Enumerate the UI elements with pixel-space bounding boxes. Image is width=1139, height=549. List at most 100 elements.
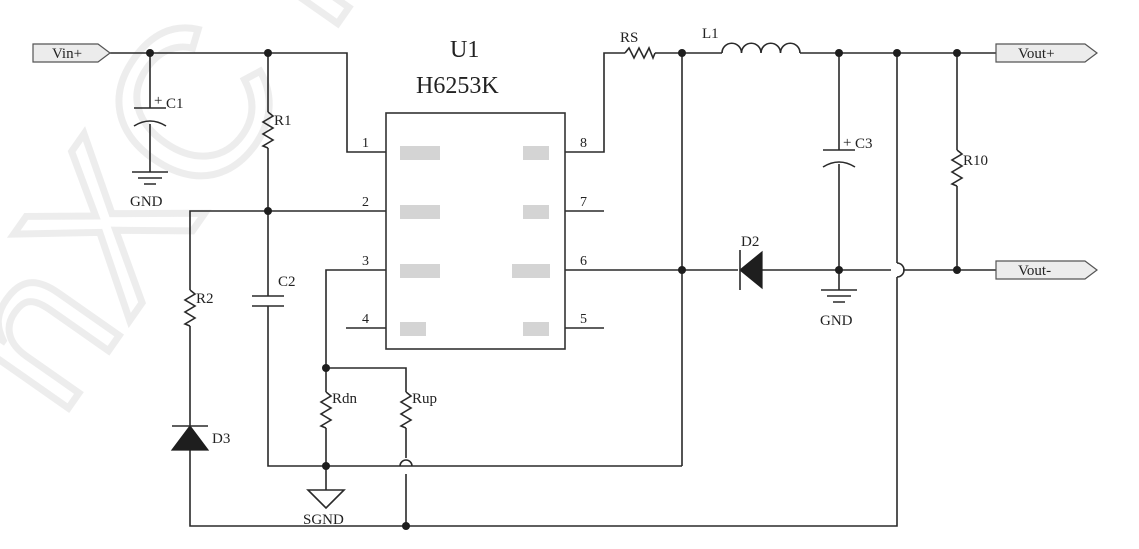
resistor-rdn: Rdn — [319, 391, 358, 429]
cap-plate-curved — [133, 120, 167, 127]
cap-plate — [252, 295, 284, 307]
resistor-zigzag — [183, 289, 197, 327]
pin-name-blur — [400, 146, 440, 160]
crossovers — [399, 262, 905, 467]
capacitor-c2: C2 — [252, 274, 296, 307]
resistor-rs: RS — [620, 30, 656, 61]
wire-pin8 — [565, 52, 625, 153]
component-label: R1 — [274, 113, 292, 129]
ground-label: GND — [130, 194, 163, 210]
ground-label: SGND — [303, 512, 344, 528]
pin-number: 4 — [362, 312, 369, 327]
crossover-vout — [896, 262, 905, 278]
resistor-r10: R10 — [950, 149, 988, 187]
port-label: Vout- — [1018, 263, 1051, 279]
component-label: Rup — [412, 391, 437, 407]
diode-d2: D2 — [739, 234, 763, 290]
component-label: C3 — [855, 136, 873, 152]
pin-number: 5 — [580, 312, 587, 327]
port-label: Vin+ — [52, 46, 82, 62]
inductor-l1: L1 — [702, 26, 801, 54]
port-vout-plus: Vout+ — [995, 43, 1098, 63]
junction-dot — [146, 49, 154, 57]
port-arrow-shape — [995, 260, 1098, 280]
pin-number: 8 — [580, 136, 587, 151]
pin-number: 7 — [580, 195, 587, 210]
pin-name-blur — [523, 322, 549, 336]
watermark: nXC P — [0, 0, 448, 449]
junction-dot — [835, 266, 843, 274]
junction-dot — [402, 522, 410, 530]
wire-pin3 — [325, 269, 386, 490]
junction-dot — [953, 266, 961, 274]
port-arrow-shape — [995, 43, 1098, 63]
cap-plate-curved — [822, 161, 856, 168]
wires — [110, 52, 996, 527]
component-label: C1 — [166, 96, 184, 112]
diode-triangle — [739, 250, 763, 290]
resistor-zigzag — [319, 391, 333, 429]
wire-r1 — [267, 53, 682, 467]
component-label: R2 — [196, 291, 214, 307]
watermark-text: nXC P — [0, 0, 445, 446]
junction-dot — [322, 462, 330, 470]
pin-name-blur — [400, 264, 440, 278]
inductor-coil — [721, 42, 801, 54]
cap-polarity: + — [843, 135, 851, 151]
component-label: L1 — [702, 26, 719, 42]
pin-number: 2 — [362, 195, 369, 210]
cap-polarity: + — [154, 93, 162, 109]
signal-ground-icon — [306, 489, 346, 510]
component-label: R10 — [963, 153, 988, 169]
ground-label: GND — [820, 313, 853, 329]
pin-name-blur — [400, 205, 440, 219]
pin-name-blur — [523, 205, 549, 219]
diode-d3: D3 — [170, 425, 230, 451]
chip-part-label: H6253K — [416, 73, 499, 99]
resistor-r2: R2 — [183, 289, 214, 327]
port-vin-plus: Vin+ — [32, 43, 111, 63]
diode-triangle — [170, 425, 210, 451]
wire-pin2 — [189, 53, 898, 527]
ground-icon — [821, 289, 857, 303]
chip-u1: U1 H6253K 1 2 3 4 5 6 7 8 — [362, 37, 587, 350]
crossover-sgnd — [399, 459, 413, 467]
junction-dot — [678, 266, 686, 274]
wire-rup — [326, 367, 407, 526]
junction-dot — [264, 49, 272, 57]
pin-number: 3 — [362, 254, 369, 269]
junction-dot — [322, 364, 330, 372]
component-label: RS — [620, 30, 638, 46]
resistor-zigzag — [624, 46, 656, 61]
port-arrow-shape — [32, 43, 111, 63]
capacitor-c1: + C1 — [133, 93, 184, 127]
pin-number: 6 — [580, 254, 587, 269]
resistor-r1: R1 — [261, 111, 292, 149]
component-label: Rdn — [332, 391, 358, 407]
junction-dot — [264, 207, 272, 215]
pin-name-blur — [523, 146, 549, 160]
junction-dot — [893, 49, 901, 57]
ground-sgnd: SGND — [303, 489, 346, 528]
port-label: Vout+ — [1018, 46, 1055, 62]
ground-right: GND — [820, 289, 857, 329]
pin-name-blur — [512, 264, 550, 278]
pin-name-blur — [400, 322, 426, 336]
junction-dot — [953, 49, 961, 57]
pin-number: 1 — [362, 136, 369, 151]
wire-vin-rail — [110, 52, 386, 153]
component-label: D2 — [741, 234, 759, 250]
junction-dot — [835, 49, 843, 57]
junctions — [146, 49, 961, 530]
resistor-zigzag — [950, 149, 964, 187]
chip-ref-label: U1 — [450, 37, 479, 63]
resistor-zigzag — [261, 111, 275, 149]
component-label: C2 — [278, 274, 296, 290]
ground-icon — [132, 171, 168, 185]
capacitor-c3: + C3 — [822, 135, 873, 168]
junction-dot — [678, 49, 686, 57]
port-vout-minus: Vout- — [995, 260, 1098, 280]
component-label: D3 — [212, 431, 230, 447]
resistor-rup: Rup — [399, 391, 437, 429]
